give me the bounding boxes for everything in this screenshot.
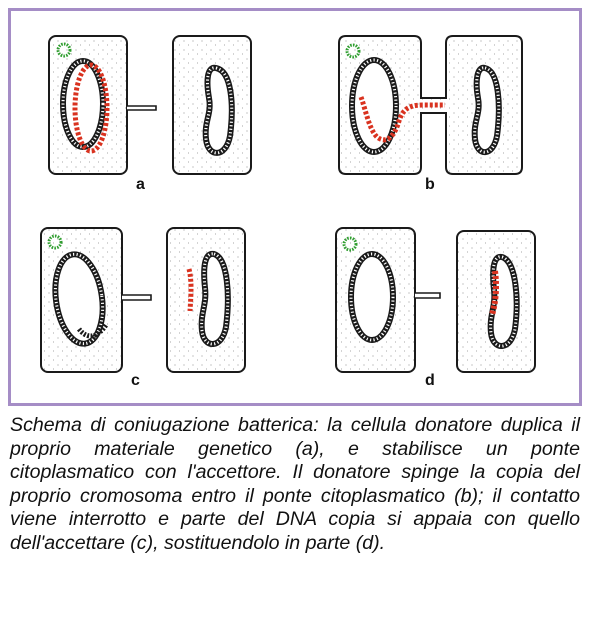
dna-copy-fragment	[186, 268, 194, 312]
acceptor-chromosome-rungs	[489, 255, 519, 348]
panel-label-a: a	[136, 176, 145, 193]
acceptor-chromosome-rungs	[204, 66, 234, 155]
pilus	[415, 292, 441, 299]
donor-chromosome-rungs	[61, 59, 105, 149]
figure-frame: a b c	[8, 8, 582, 406]
plasmid-icon	[342, 236, 358, 252]
panel-c: c	[40, 227, 246, 389]
panel-b: b	[338, 35, 523, 193]
conjugation-diagram: a b c	[40, 35, 536, 389]
panel-label-b: b	[425, 176, 435, 193]
panel-d: d	[335, 227, 536, 389]
figure-caption: Schema di coniugazione batterica: la cel…	[10, 414, 580, 554]
panel-label-d: d	[425, 372, 435, 389]
donor-chromosome-rungs	[350, 58, 398, 154]
panel-a: a	[48, 35, 252, 193]
plasmid-icon	[47, 234, 63, 250]
integrated-dna-segment	[489, 270, 499, 316]
donor-chromosome-rungs	[349, 252, 395, 342]
pilus	[127, 105, 157, 111]
donor-chromosome-rungs	[53, 252, 105, 346]
acceptor-chromosome-rungs	[473, 66, 501, 154]
panel-label-c: c	[131, 372, 140, 389]
acceptor-chromosome-rungs	[200, 252, 230, 346]
replicated-strand	[77, 323, 109, 339]
dna-copy	[72, 62, 110, 154]
plasmid-icon	[345, 43, 361, 59]
acceptor-chromosome	[471, 64, 502, 156]
pilus	[122, 294, 152, 301]
plasmid-icon	[56, 42, 72, 58]
